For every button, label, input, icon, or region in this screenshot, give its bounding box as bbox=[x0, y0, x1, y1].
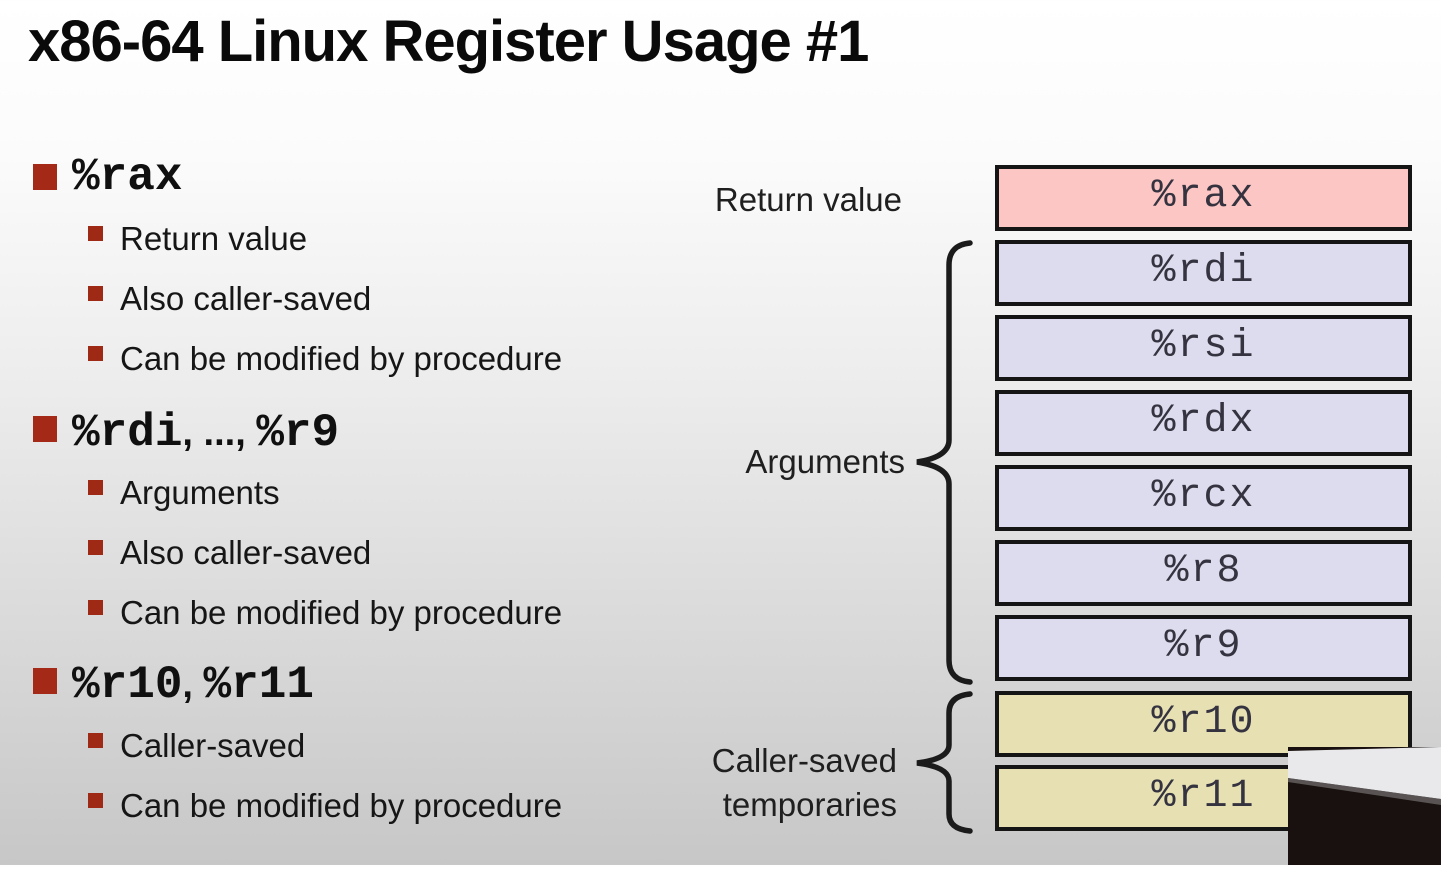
list-item: Can be modified by procedure bbox=[120, 787, 563, 824]
sub-bullet-square-icon bbox=[88, 733, 103, 748]
group-label-caller-saved-temporaries: Caller-saved temporaries bbox=[640, 739, 897, 827]
list-item: Also caller-saved bbox=[120, 280, 372, 317]
video-light-surface bbox=[1288, 747, 1441, 799]
register-box-r10: %r10 bbox=[995, 691, 1412, 757]
register-box-r9: %r9 bbox=[995, 615, 1412, 681]
bullet-square-icon bbox=[33, 668, 57, 694]
section-header-rax: %rax bbox=[72, 151, 183, 203]
group-label-line: temporaries bbox=[722, 786, 897, 823]
register-box-rdi: %rdi bbox=[995, 240, 1412, 306]
separator-text: , bbox=[182, 664, 204, 706]
group-label-arguments: Arguments bbox=[745, 443, 905, 480]
register-name: %rdi bbox=[72, 407, 183, 459]
bullet-square-icon bbox=[33, 416, 57, 442]
list-item: Can be modified by procedure bbox=[120, 340, 563, 377]
register-box-r8: %r8 bbox=[995, 540, 1412, 606]
section-header-r10-r11: %r10, %r11 bbox=[72, 655, 314, 711]
list-item: Can be modified by procedure bbox=[120, 594, 563, 631]
sub-bullet-square-icon bbox=[88, 600, 103, 615]
separator-text: , ..., bbox=[182, 412, 257, 454]
page-title: x86-64 Linux Register Usage #1 bbox=[28, 9, 869, 74]
sub-bullet-square-icon bbox=[88, 480, 103, 495]
register-name: %r10 bbox=[72, 659, 183, 711]
video-surface-edge-shadow bbox=[1288, 778, 1441, 805]
register-name: %r11 bbox=[203, 659, 314, 711]
caller-saved-brace-icon bbox=[916, 691, 973, 834]
sub-bullet-square-icon bbox=[88, 540, 103, 555]
register-box-rcx: %rcx bbox=[995, 465, 1412, 531]
sub-bullet-square-icon bbox=[88, 286, 103, 301]
register-box-rax: %rax bbox=[995, 165, 1412, 231]
group-label-return-value: Return value bbox=[714, 181, 902, 218]
list-item: Caller-saved bbox=[120, 727, 306, 764]
section-header-rdi-r9: %rdi, ..., %r9 bbox=[72, 403, 339, 459]
arguments-brace-icon bbox=[916, 240, 973, 685]
group-label-line: Caller-saved bbox=[711, 742, 897, 779]
list-item: Arguments bbox=[120, 474, 280, 511]
sub-bullet-square-icon bbox=[88, 226, 103, 241]
register-box-rsi: %rsi bbox=[995, 315, 1412, 381]
webcam-video-frame bbox=[1288, 747, 1441, 865]
arguments-and-temporaries-braces bbox=[916, 240, 973, 834]
list-item: Also caller-saved bbox=[120, 534, 372, 571]
sub-bullet-square-icon bbox=[88, 793, 103, 808]
sub-bullet-square-icon bbox=[88, 346, 103, 361]
register-name: %r9 bbox=[256, 407, 340, 459]
register-box-rdx: %rdx bbox=[995, 390, 1412, 456]
webcam-video-inset bbox=[1288, 747, 1441, 865]
list-item: Return value bbox=[120, 220, 308, 257]
bullet-square-icon bbox=[33, 164, 57, 190]
